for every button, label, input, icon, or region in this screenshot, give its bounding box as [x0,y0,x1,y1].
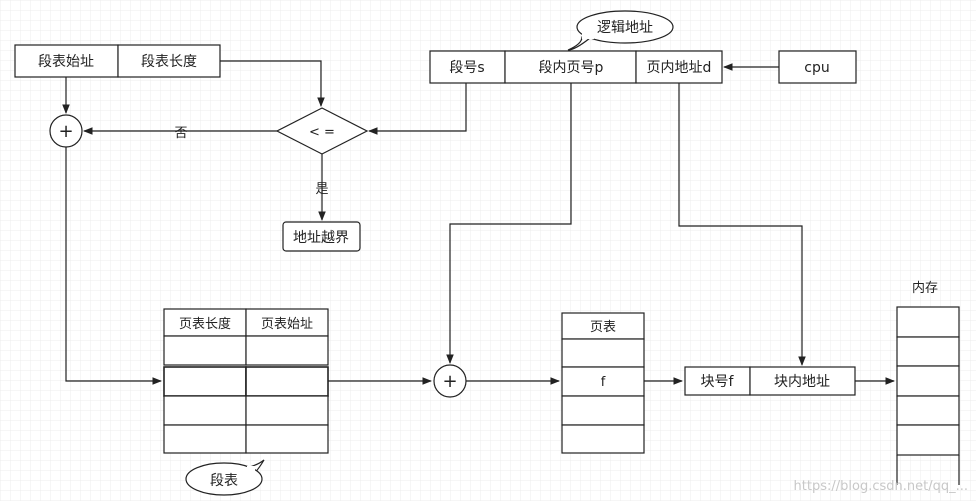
frame-number-field: 块号f [701,374,735,390]
segment-table[interactable]: 页表长度 页表始址 [163,308,329,454]
segment-number-field: 段号s [449,60,484,76]
segment-table-callout: 段表 [185,459,265,496]
adder-segment: + [49,114,83,148]
cpu-label: cpu [804,60,829,76]
segment-no-to-compare-arrow [368,83,467,135]
logical-address-label: 逻辑地址 [597,20,653,36]
segment-table-header-start: 页表始址 [261,317,313,332]
compare-no-label: 否 [174,126,187,141]
physical-address-register[interactable]: 块号f 块内地址 [684,366,856,396]
logical-address-callout: 逻辑地址 [567,10,674,51]
compare-symbol: < = [309,125,335,140]
segment-table-start-label: 段表始址 [38,54,94,70]
page-number-field: 段内页号p [539,60,604,76]
frame-offset-field: 块内地址 [774,374,830,390]
memory-label: 内存 [912,280,938,296]
segment-table-length-label: 段表长度 [141,54,197,70]
segment-table-callout-label: 段表 [210,473,238,489]
page-no-to-adder-arrow [446,83,572,364]
cpu-box[interactable]: cpu [778,50,857,84]
segment-table-register[interactable]: 段表始址 段表长度 [14,44,221,78]
adder-page-symbol: + [442,371,457,392]
page-table-header: 页表 [590,320,616,335]
adder-page: + [433,364,467,398]
overflow-box: 地址越界 [282,221,361,252]
page-table-frame-entry: f [601,375,606,390]
page-offset-field: 页内地址d [647,60,712,76]
offset-to-physical-arrow [678,83,806,366]
segment-table-header-length: 页表长度 [179,316,231,332]
length-to-compare-arrow [220,60,325,107]
adder-segment-symbol: + [58,121,73,142]
logical-address-register[interactable]: 段号s 段内页号p 页内地址d [429,50,723,84]
overflow-label: 地址越界 [293,230,349,246]
page-table[interactable]: 页表 f [561,312,645,454]
memory-block[interactable] [896,306,960,485]
compare-yes-label: 是 [315,182,328,197]
watermark: https://blog.csdn.net/qq_... [794,479,968,494]
adder-to-segment-table-arrow [65,147,162,385]
